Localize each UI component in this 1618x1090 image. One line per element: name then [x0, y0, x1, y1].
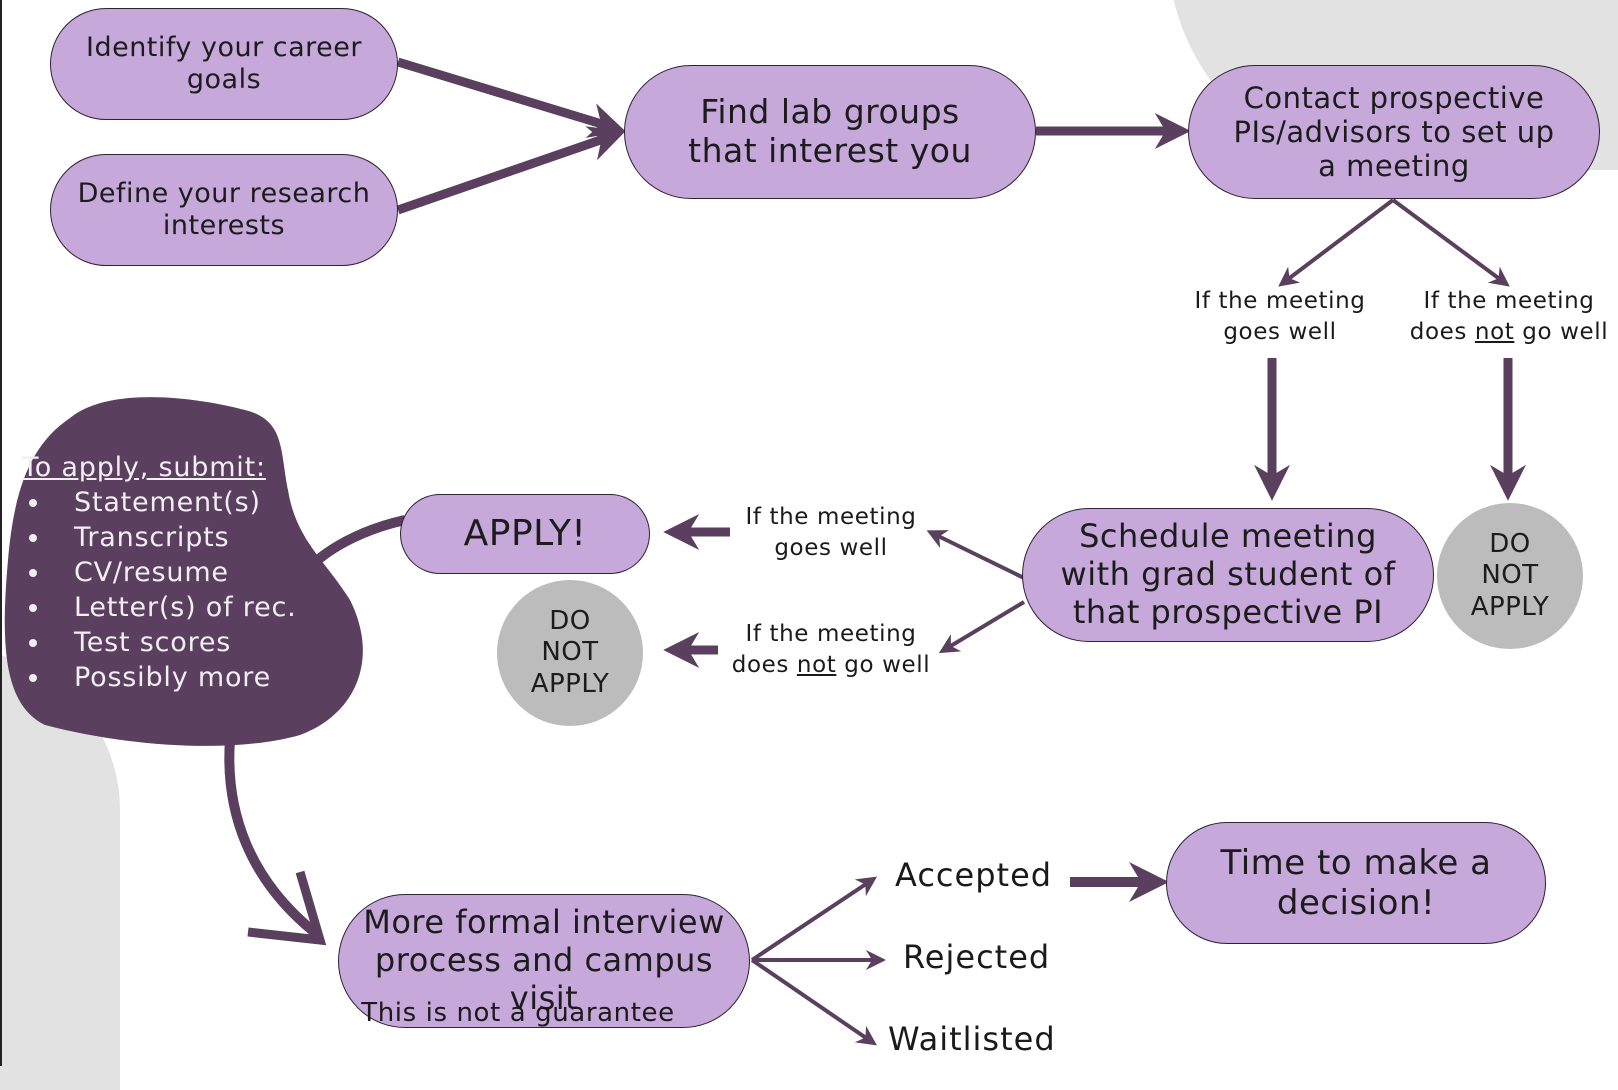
node-decision-label: Time to make a decision! — [1220, 842, 1492, 923]
requirements-title: To apply, submit: — [22, 452, 266, 483]
requirement-item: Letter(s) of rec. — [52, 590, 297, 625]
stop-do-not-apply-middle: DO NOT APPLY — [497, 580, 643, 726]
node-find-labs: Find lab groups that interest you — [624, 65, 1036, 199]
arrow-blob-to-interview-head — [247, 870, 327, 946]
connector-layer — [4, 57, 1526, 1046]
label-goes-well-top-line-1: If the meeting — [1194, 288, 1366, 314]
label-goes-well-middle-line-1: If the meeting — [745, 504, 917, 530]
connector-apply-to-blob — [301, 515, 407, 576]
arrow-to-accepted — [750, 876, 877, 962]
label-not-well-middle-line-2: does not go well — [718, 650, 944, 681]
label-not-well-top-post: go well — [1514, 319, 1609, 346]
requirements-blob — [4, 397, 363, 746]
requirement-item: Transcripts — [52, 520, 297, 555]
label-goes-well-middle: If the meeting goes well — [726, 502, 936, 564]
node-schedule-grad: Schedule meeting with grad student of th… — [1022, 508, 1434, 642]
stop-right-line-2: NOT — [1481, 560, 1539, 591]
label-goes-well-middle-line-2: goes well — [774, 535, 888, 562]
arrow-schedule-to-not-well — [938, 600, 1026, 654]
arrow-schedule-to-goes-well — [926, 530, 1025, 580]
label-not-well-middle: If the meeting does not go well — [718, 619, 944, 681]
node-decision: Time to make a decision! — [1166, 822, 1546, 944]
node-find-labs-label: Find lab groups that interest you — [688, 92, 972, 170]
label-not-well-middle-pre: does — [731, 652, 797, 679]
node-contact-pis-label: Contact prospective PIs/advisors to set … — [1233, 80, 1555, 184]
outcome-waitlisted: Waitlisted — [888, 1020, 1056, 1058]
requirements-list: Statement(s) Transcripts CV/resume Lette… — [22, 485, 297, 695]
arrow-to-waitlisted — [750, 958, 877, 1046]
requirement-item: CV/resume — [52, 555, 297, 590]
outcome-accepted: Accepted — [895, 856, 1053, 894]
label-goes-well-top-line-2: goes well — [1223, 319, 1337, 346]
node-apply-label: APPLY! — [463, 512, 587, 554]
label-not-well-top-pre: does — [1409, 319, 1475, 346]
requirement-item: Possibly more — [52, 660, 297, 695]
node-career-goals-label: Identify your career goals — [85, 32, 363, 95]
label-not-well-middle-em: not — [796, 652, 837, 679]
arrow-contact-to-goes-well — [1278, 198, 1395, 287]
application-requirements: To apply, submit: Statement(s) Transcrip… — [22, 450, 297, 695]
label-not-well-top-line-1: If the meeting — [1423, 288, 1595, 314]
label-not-well-middle-line-1: If the meeting — [745, 621, 917, 647]
left-border — [0, 0, 2, 1066]
flowchart-canvas: Identify your career goals Define your r… — [0, 0, 1618, 1066]
stop-middle-line-1: DO — [549, 606, 591, 637]
node-schedule-grad-label: Schedule meeting with grad student of th… — [1060, 517, 1396, 631]
label-not-well-top-em: not — [1474, 319, 1515, 346]
stop-right-line-3: APPLY — [1470, 591, 1550, 622]
outcome-rejected: Rejected — [903, 938, 1051, 976]
stop-do-not-apply-right: DO NOT APPLY — [1437, 503, 1583, 649]
arrow-research-to-labs — [396, 126, 626, 215]
stop-middle-line-2: NOT — [541, 637, 599, 668]
interview-note: This is not a guarantee — [361, 998, 675, 1028]
arrow-blob-to-interview — [224, 739, 322, 939]
label-goes-well-top: If the meeting goes well — [1175, 286, 1385, 348]
node-interview-label: More formal interview process and campus… — [363, 903, 725, 1017]
label-not-well-top-line-2: does not go well — [1400, 317, 1618, 348]
node-contact-pis: Contact prospective PIs/advisors to set … — [1188, 65, 1600, 199]
node-research-interests-label: Define your research interests — [77, 178, 371, 241]
label-not-well-middle-post: go well — [836, 652, 931, 679]
label-not-well-top: If the meeting does not go well — [1400, 286, 1618, 348]
stop-middle-line-3: APPLY — [530, 668, 610, 699]
requirement-item: Statement(s) — [52, 485, 297, 520]
node-interview: More formal interview process and campus… — [338, 894, 750, 1028]
stop-right-line-1: DO — [1489, 529, 1531, 560]
node-apply: APPLY! — [400, 494, 650, 574]
arrow-career-to-labs — [396, 57, 626, 138]
node-career-goals: Identify your career goals — [50, 8, 398, 120]
node-research-interests: Define your research interests — [50, 154, 398, 266]
requirement-item: Test scores — [52, 625, 297, 660]
arrow-contact-to-not-well — [1391, 198, 1510, 287]
